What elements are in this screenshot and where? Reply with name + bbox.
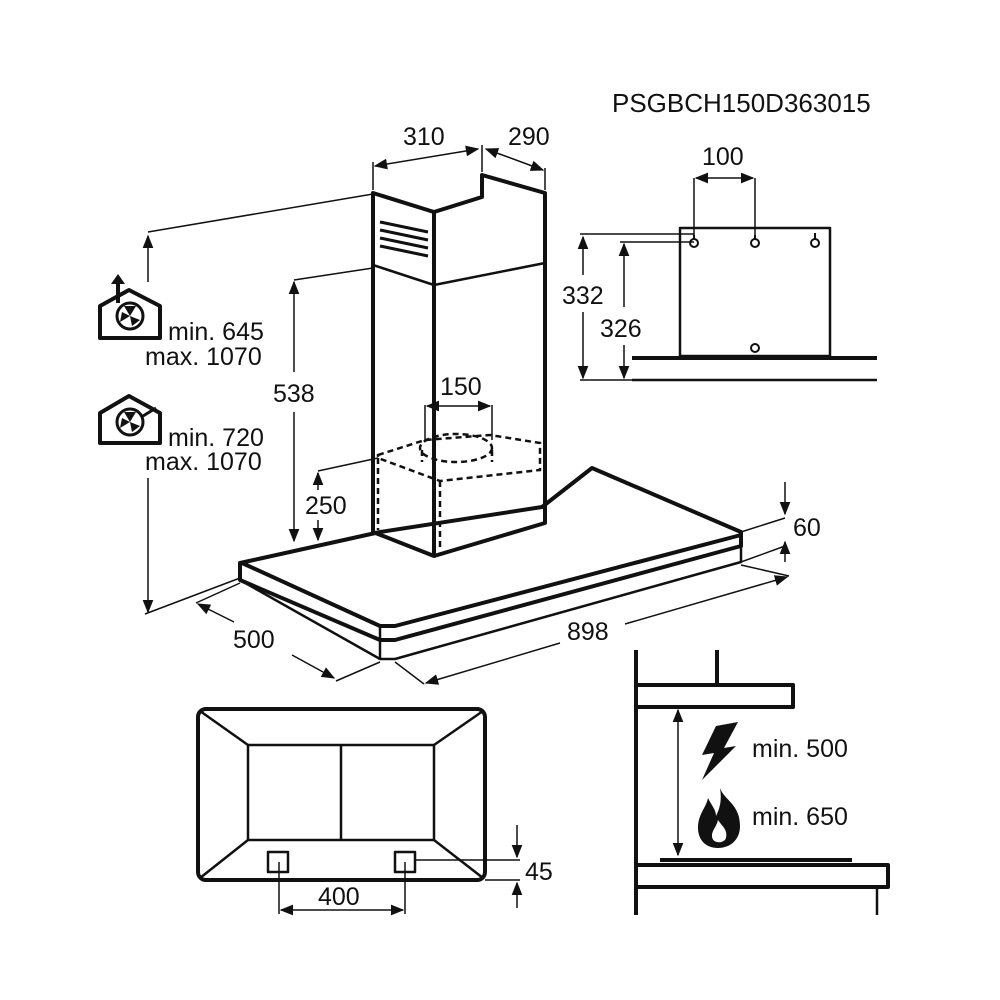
dim-canopy-thickness: 60 — [793, 514, 821, 542]
dim-filter-offset: 45 — [525, 858, 553, 886]
dim-outlet-diameter: 150 — [440, 373, 482, 401]
recirculation-max: max. 1070 — [145, 448, 262, 476]
dim-canopy-depth: 500 — [233, 626, 275, 654]
extraction-max: max. 1070 — [145, 343, 262, 371]
hood-isometric — [238, 173, 743, 661]
dim-chimney-width: 310 — [403, 123, 445, 151]
underside-view — [196, 707, 523, 916]
dim-canopy-width: 898 — [567, 618, 609, 646]
dim-bracket-height-inner: 326 — [600, 315, 642, 343]
dim-bracket-spacing: 100 — [702, 143, 744, 171]
bracket-detail — [577, 172, 877, 382]
flame-icon — [698, 788, 740, 848]
outlet-collar — [418, 432, 494, 464]
recirculation-min: min. 720 — [168, 424, 264, 452]
filter-clip-left — [266, 850, 290, 874]
dim-chimney-depth: 290 — [508, 123, 550, 151]
dim-chimney-height: 538 — [273, 380, 315, 408]
dim-bracket-height-outer: 332 — [562, 282, 604, 310]
model-code: PSGBCH150D363015 — [612, 88, 871, 118]
canopy-top — [238, 466, 743, 642]
extraction-house-icon — [98, 274, 162, 340]
recirculation-house-icon — [98, 394, 162, 445]
canopy-bottom-edge — [239, 546, 743, 661]
canopy-front-edge — [241, 533, 742, 628]
chimney-joint — [372, 261, 546, 287]
dim-filter-spacing: 400 — [318, 883, 360, 911]
motor-box-hidden — [376, 433, 542, 483]
lightning-icon — [702, 722, 738, 780]
electric-clearance: min. 500 — [752, 735, 848, 763]
gas-clearance: min. 650 — [752, 803, 848, 831]
dim-motor-height: 250 — [305, 492, 347, 520]
chimney — [371, 173, 547, 558]
extraction-min: min. 645 — [168, 318, 264, 346]
dimension-lines — [142, 145, 791, 685]
clearance-detail — [634, 650, 890, 915]
vent-slots — [379, 220, 429, 258]
